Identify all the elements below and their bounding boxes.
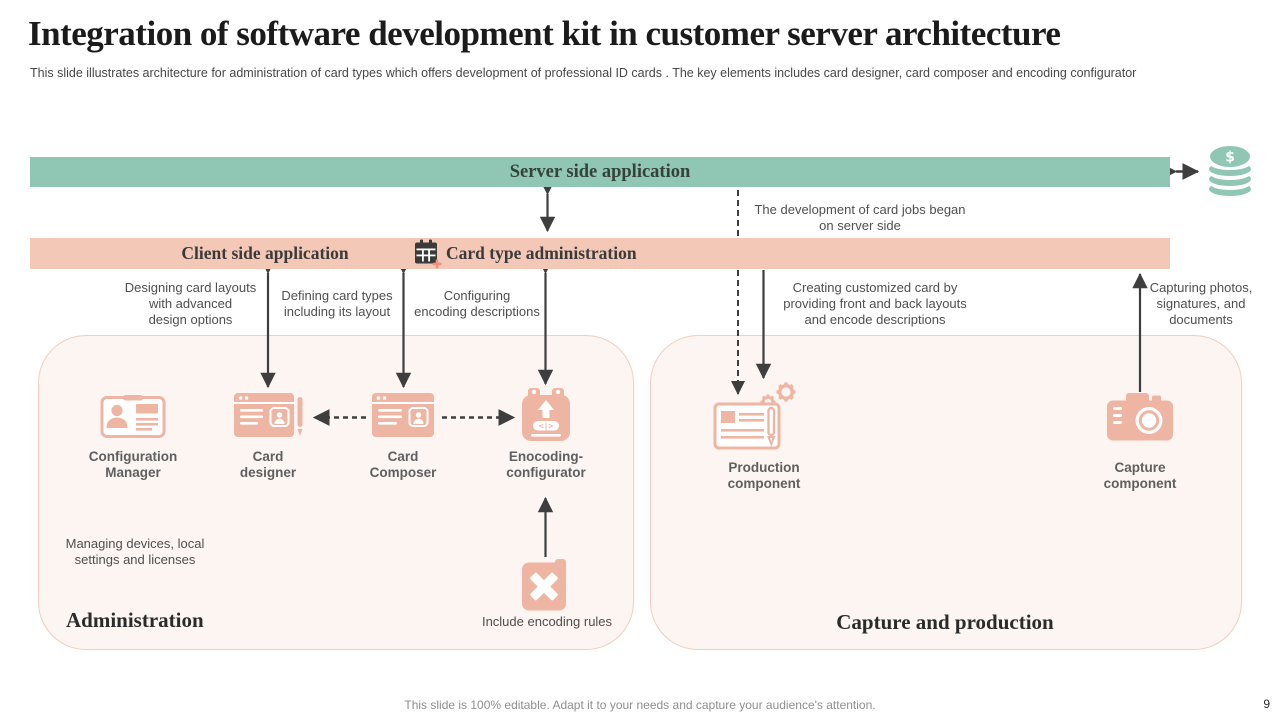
card-type-administration-label: Card type administration xyxy=(446,243,637,263)
camera-icon xyxy=(1107,393,1173,441)
capture-component-label: Capture component xyxy=(1103,460,1177,491)
production-component-label: Production component xyxy=(727,460,801,491)
coin-stack-dollar-icon: $ xyxy=(1209,146,1251,196)
client-side-bar xyxy=(30,238,1170,269)
note-dev-jobs: The development of card jobs began on se… xyxy=(754,202,966,233)
encoding-configurator-label: Enocoding- configurator xyxy=(506,449,586,480)
note-configuring: Configuring encoding descriptions xyxy=(414,288,540,319)
config-manager-label: Configuration Manager xyxy=(88,449,178,480)
capture-production-title: Capture and production xyxy=(836,610,1054,634)
note-include-rules: Include encoding rules xyxy=(481,614,613,629)
server-side-bar: Server side application xyxy=(30,157,1170,187)
card-composer-label: Card Composer xyxy=(369,449,437,480)
server-side-label: Server side application xyxy=(509,161,691,182)
page-number: 9 xyxy=(1263,697,1270,711)
svg-text:$: $ xyxy=(1225,150,1235,166)
note-creating: Creating customized card by providing fr… xyxy=(783,280,967,327)
card-composer-icon xyxy=(372,393,434,437)
card-designer-label: Card designer xyxy=(239,449,297,480)
note-designing: Designing card layouts with advanced des… xyxy=(124,280,257,327)
note-defining: Defining card types including its layout xyxy=(281,288,393,319)
note-managing: Managing devices, local settings and lic… xyxy=(65,536,205,567)
calendar-plus-icon xyxy=(415,239,442,269)
footer-note: This slide is 100% editable. Adapt it to… xyxy=(404,698,876,712)
card-designer-icon xyxy=(234,393,303,437)
administration-title: Administration xyxy=(66,608,204,632)
page-subtitle: This slide illustrates architecture for … xyxy=(30,66,1137,80)
production-gears-icon xyxy=(713,382,796,450)
capture-production-box xyxy=(650,335,1242,650)
page-title: Integration of software development kit … xyxy=(28,14,1061,53)
id-card-icon xyxy=(100,395,166,438)
client-side-label: Client side application xyxy=(181,243,349,263)
note-capturing: Capturing photos, signatures, and docume… xyxy=(1149,280,1253,327)
x-note-icon xyxy=(522,559,566,611)
svg-text:<|>: <|> xyxy=(539,422,554,431)
encoding-configurator-icon: <|> xyxy=(522,388,570,441)
